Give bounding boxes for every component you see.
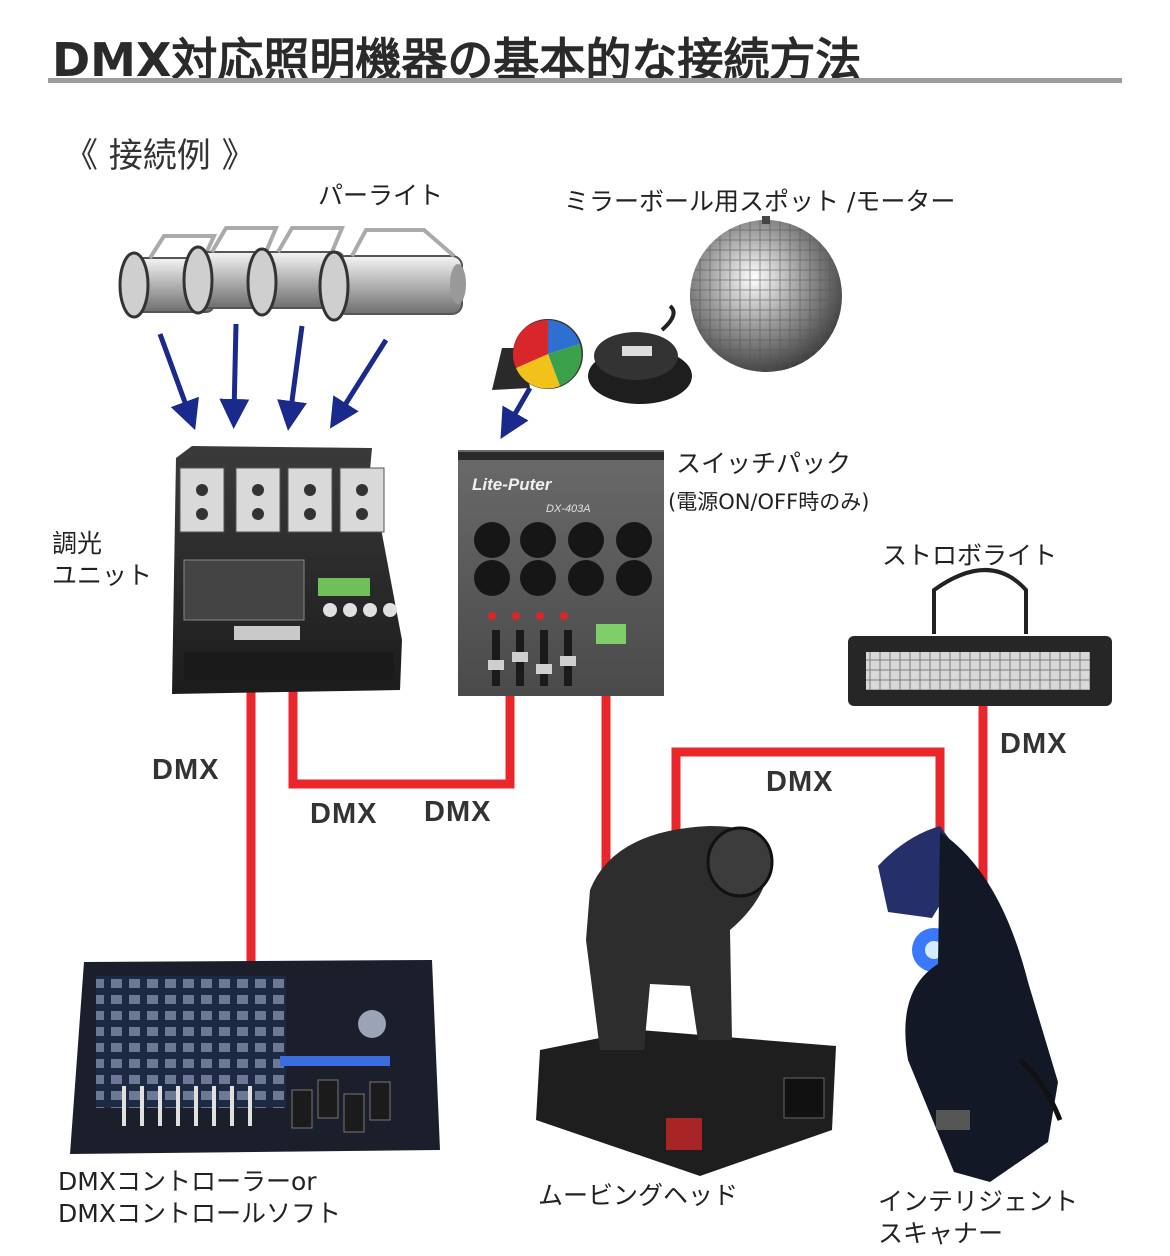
mirror-ball-label: ミラーボール用スポット /モーター bbox=[564, 187, 956, 216]
par-light-group bbox=[118, 226, 466, 322]
par-light-label: パーライト bbox=[318, 181, 444, 210]
scanner-label-line1: インテリジェント bbox=[878, 1187, 1079, 1216]
switch-pack-icon: Lite-Puter DX-403A bbox=[458, 450, 664, 696]
moving-head-icon bbox=[536, 826, 836, 1176]
mirror-ball-motor-icon bbox=[588, 304, 692, 404]
dimmer-unit-icon bbox=[172, 446, 402, 694]
switch-pack-note: (電源ON/OFF時のみ) bbox=[668, 490, 870, 514]
controller-label-line2: DMXコントロールソフト bbox=[58, 1199, 341, 1228]
dmx-controller-icon bbox=[70, 960, 440, 1154]
power-arrows bbox=[157, 323, 533, 439]
subtitle: 《 接続例 》 bbox=[64, 136, 256, 176]
strobe-light-label: ストロボライト bbox=[882, 541, 1058, 570]
moving-head-label: ムービングヘッド bbox=[538, 1181, 739, 1210]
par-light-icon bbox=[318, 228, 466, 322]
intelligent-scanner-icon bbox=[878, 826, 1063, 1182]
dimmer-unit-label-line1: 調光 bbox=[52, 529, 103, 558]
dmx-label-controller: DMX bbox=[152, 754, 220, 786]
strobe-light-icon bbox=[848, 568, 1112, 706]
dimmer-unit-label-line2: ユニット bbox=[52, 561, 153, 590]
switch-pack-model: DX-403A bbox=[546, 503, 591, 515]
dmx-label-strobe: DMX bbox=[1000, 728, 1068, 760]
switch-pack-brand: Lite-Puter bbox=[472, 475, 553, 494]
dmx-label-dimmer: DMX bbox=[310, 798, 378, 830]
color-wheel-spot-icon bbox=[492, 319, 583, 390]
mirror-ball-icon bbox=[690, 216, 842, 372]
title-underline bbox=[48, 78, 1122, 83]
switch-pack-label: スイッチパック bbox=[676, 449, 852, 478]
dmx-label-movinghead-scanner: DMX bbox=[766, 766, 834, 798]
cable-dimmer-switchpack bbox=[288, 685, 515, 789]
cable-movinghead-scanner bbox=[671, 747, 945, 835]
dmx-cables bbox=[246, 685, 988, 963]
controller-label-line1: DMXコントローラーor bbox=[58, 1167, 317, 1196]
scanner-label-line2: スキャナー bbox=[878, 1219, 1004, 1248]
dmx-label-switchpack: DMX bbox=[424, 796, 492, 828]
